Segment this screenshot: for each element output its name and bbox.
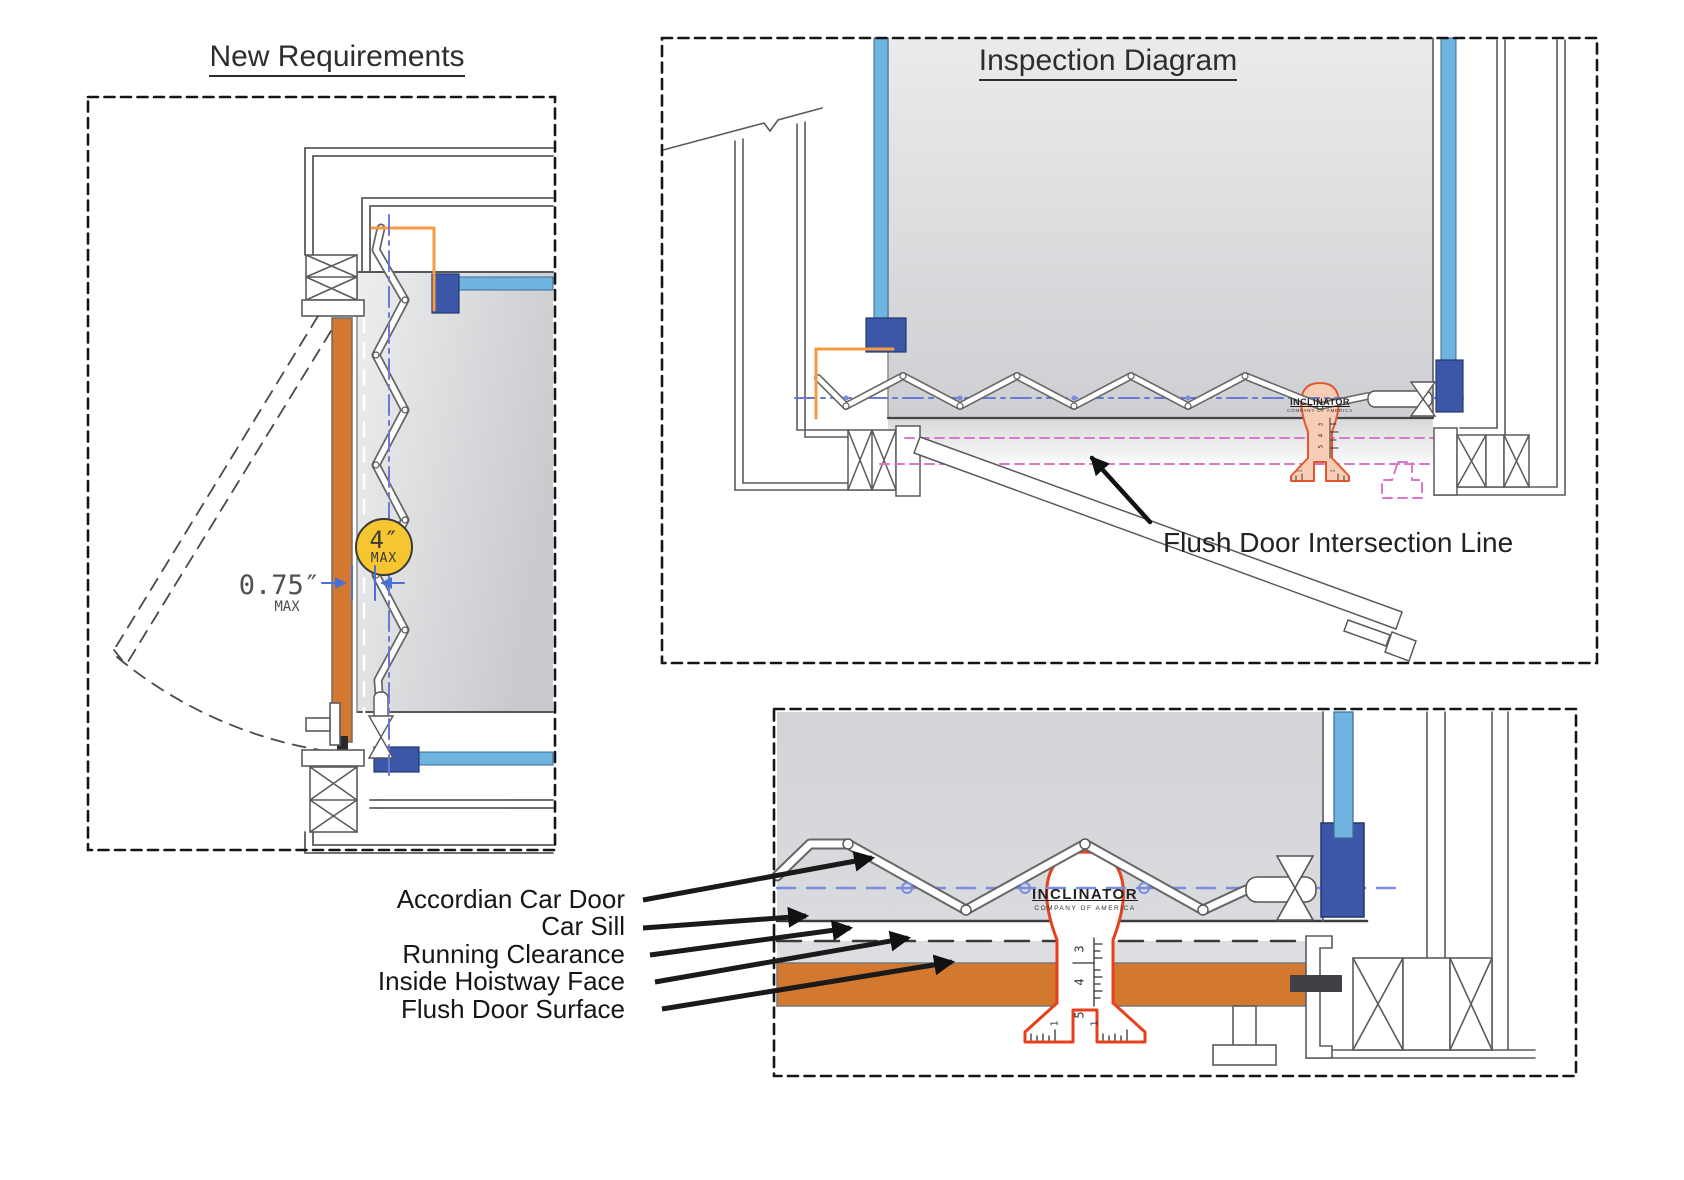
title-new-requirements: New Requirements [177, 40, 497, 77]
label-running-clearance: Running Clearance [402, 938, 625, 969]
arrow-inside-hoistway-face [654, 930, 912, 985]
guide-rail [1333, 711, 1354, 839]
inclinator-logo-small: INCLINATOR [1290, 397, 1350, 407]
hoistway-wall-bottom [304, 799, 554, 854]
hoistway-wall-top [304, 147, 554, 272]
gauge-base-tick-left: 1 [1049, 1020, 1061, 1027]
inclinator-logo-small-subtitle: COMPANY OF AMERICA [1287, 408, 1353, 413]
label-inside-hoistway-face: Inside Hoistway Face [377, 966, 625, 997]
door-jamb [1305, 935, 1333, 1059]
flush-door-callout-arrow [1089, 455, 1153, 525]
part-label-list: Accordian Car Door Car Sill Running Clea… [225, 884, 625, 1024]
small-gauge-base-tick-left: 1 [1297, 469, 1304, 473]
gate-end-post [1367, 390, 1433, 408]
guide-rail-left [873, 37, 889, 335]
sill-block-bottom [373, 746, 420, 773]
hoistway-wall-right [1433, 39, 1566, 496]
track-bracket-top [370, 226, 436, 312]
wall-stud-right [1305, 935, 1493, 1059]
door-handle [1343, 619, 1391, 647]
sill-rail-top [449, 276, 554, 291]
label-flush-door-intersection-line: Flush Door Intersection Line [1163, 527, 1514, 558]
hoistway-wall-left [662, 107, 901, 491]
door-swing-arc [116, 656, 342, 754]
wall-stud-top [301, 254, 365, 317]
inclinator-logo-subtitle: COMPANY OF AMERICA [1034, 905, 1136, 912]
label-flush-door-surface: Flush Door Surface [401, 993, 625, 1024]
part-label-arrows [642, 850, 956, 1012]
running-clearance-dimension [321, 565, 405, 601]
wall-stud-right [1433, 427, 1530, 496]
dimension-075-qualifier: MAX [274, 599, 300, 615]
panel-detail [771, 707, 1578, 1078]
wall-stud-bottom [301, 749, 365, 833]
gate-end-clamp [1409, 381, 1437, 417]
sill-rail-bottom [405, 751, 554, 766]
small-gauge-tick-5: 5 [1317, 444, 1325, 449]
car-floor [888, 38, 1433, 418]
arrow-car-sill [642, 906, 810, 931]
accordion-car-door [771, 838, 1400, 921]
arrow-accordian-car-door [642, 850, 876, 903]
gauge-base-tick-right: 1 [1089, 1020, 1101, 1027]
small-gauge-tick-3: 3 [1317, 422, 1325, 427]
dimension-4in-max: 4″ MAX [369, 526, 399, 566]
flush-door-surface [776, 962, 1307, 1007]
gauge-ruler [1030, 937, 1128, 1041]
gauge-tick-4: 4 [1072, 978, 1087, 986]
title-inspection-diagram: Inspection Diagram [948, 44, 1268, 81]
hoistway-face-band [777, 941, 1306, 963]
inclinator-logo: INCLINATOR [1031, 886, 1139, 903]
small-gauge-base-tick-right: 1 [1330, 469, 1337, 473]
panel-border-bottom-right [772, 707, 1578, 1078]
inspection-gauge [1290, 382, 1350, 482]
swing-door-open [113, 315, 342, 754]
panel-border-left [86, 95, 557, 852]
track-bracket [814, 347, 895, 420]
gauge-ghost-outline [1381, 461, 1423, 499]
max-depth-badge [355, 518, 413, 576]
flush-door-open [913, 436, 1417, 662]
arrow-flush-door-surface [661, 954, 956, 1012]
gauge-tick-3: 3 [1072, 945, 1087, 953]
gauge-tick-5: 5 [1072, 1011, 1087, 1019]
gate-end-clamp [367, 691, 395, 759]
gate-end-post [1245, 876, 1317, 903]
label-car-sill: Car Sill [541, 911, 625, 942]
door-jamb-right [1433, 427, 1458, 496]
strike-bracket [305, 702, 341, 746]
guide-rail-right [1440, 37, 1457, 373]
rail-block-right [1435, 359, 1464, 413]
accordion-car-door [794, 372, 1469, 417]
strike-bracket [1212, 1005, 1277, 1066]
sill-block-top [431, 273, 460, 314]
sill-anchor [1290, 975, 1342, 992]
panel-border-top-right [660, 36, 1599, 665]
rail-block [1320, 822, 1365, 918]
panel-inspection-diagram [660, 36, 1599, 665]
dimension-075-value: 0.75″ [238, 570, 320, 601]
panel-new-requirements [86, 95, 557, 854]
arrow-running-clearance [649, 919, 854, 958]
rail-block-left [865, 317, 907, 353]
small-gauge-tick-4: 4 [1317, 433, 1325, 438]
door-jamb-left [895, 425, 921, 497]
wall-stud-left [847, 425, 921, 497]
gate-end-clamp [1275, 855, 1315, 921]
label-accordian-car-door: Accordian Car Door [396, 884, 625, 914]
